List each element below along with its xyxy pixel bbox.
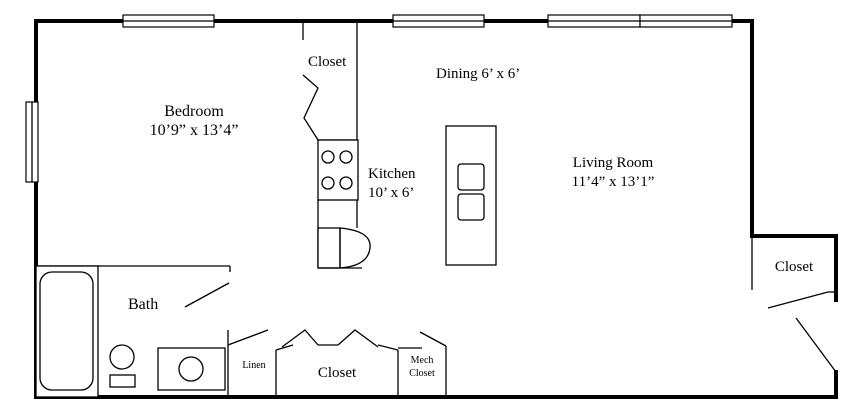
dining-label: Dining 6’ x 6’ <box>436 66 520 82</box>
closet-right-label: Closet <box>775 259 814 275</box>
mech-closet-label-2: Closet <box>409 368 435 379</box>
bath-sink <box>178 356 204 382</box>
stove <box>317 139 359 201</box>
toilet-tank <box>109 374 136 388</box>
windows <box>25 14 733 183</box>
kitchen-size: 10’ x 6’ <box>368 185 414 201</box>
toilet <box>109 344 135 370</box>
closet-top-label: Closet <box>308 54 347 70</box>
living-room-name: Living Room <box>573 155 654 171</box>
linen-label: Linen <box>242 360 265 371</box>
refrigerator-door-swing <box>339 227 371 269</box>
entry-door-swing <box>795 317 837 373</box>
bottom-closets <box>227 329 447 397</box>
kitchen-island <box>445 125 497 266</box>
bathroom <box>35 265 231 398</box>
sink-bowl-2 <box>457 193 485 221</box>
sink-bowl-1 <box>457 163 485 191</box>
room-labels: Closet Dining 6’ x 6’ Bedroom 10’9” x 13… <box>128 54 814 381</box>
kitchen-partition <box>302 21 371 269</box>
living-room-size: 11’4” x 13’1” <box>572 174 655 190</box>
bathtub <box>35 265 99 398</box>
bedroom-name: Bedroom <box>164 103 224 120</box>
right-closet <box>751 236 837 373</box>
mech-closet-label-1: Mech <box>411 355 434 366</box>
vanity <box>157 347 226 391</box>
closet-bottom-label: Closet <box>318 365 357 381</box>
kitchen-name: Kitchen <box>368 166 416 182</box>
bedroom-size: 10’9” x 13’4” <box>150 122 239 139</box>
refrigerator <box>317 227 341 269</box>
bath-label: Bath <box>128 296 158 313</box>
